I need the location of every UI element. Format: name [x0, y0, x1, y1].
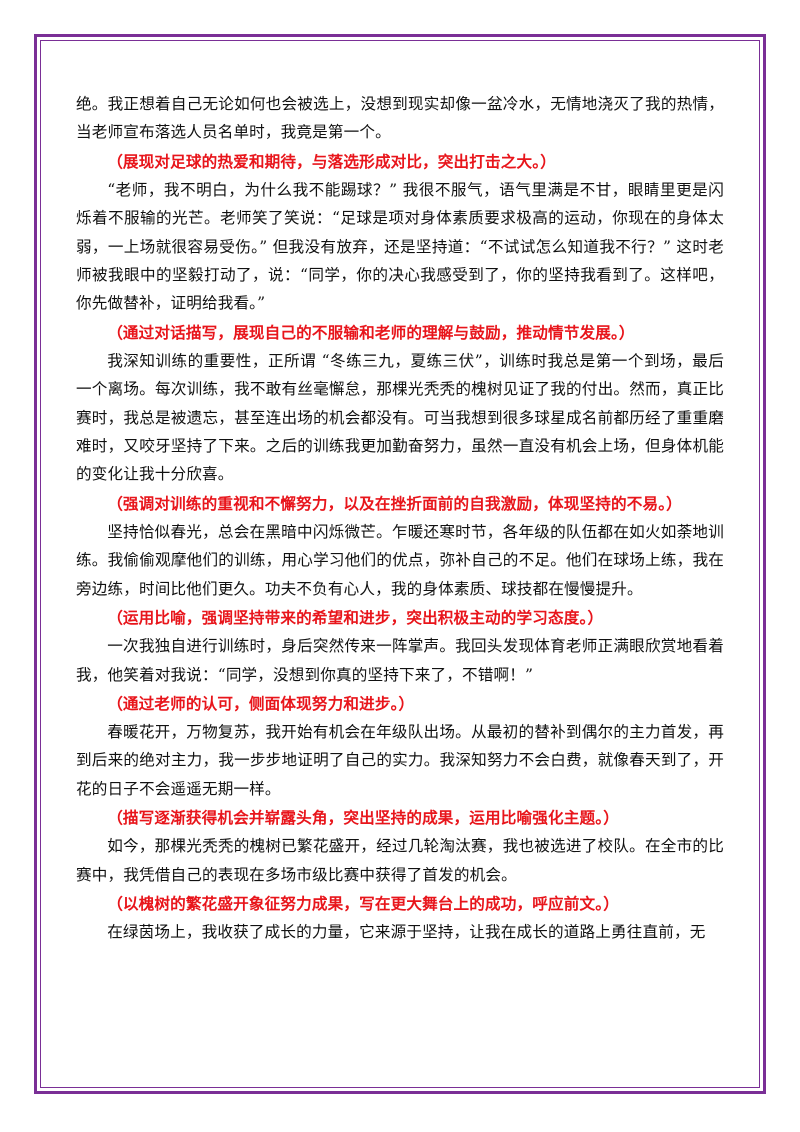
annotation-note: （以槐树的繁花盛开象征努力成果，写在更大舞台上的成功，呼应前文。）	[107, 893, 619, 913]
document-body: 绝。我正想着自己无论如何也会被选上，没想到现实却像一盆冷水，无情地浇灭了我的热情…	[76, 90, 724, 946]
paragraph: “老师，我不明白，为什么我不能踢球？” 我很不服气，语气里满是不甘，眼睛里更是闪…	[76, 180, 724, 313]
page-border-inner	[40, 40, 760, 1088]
annotation-note: （通过对话描写，展现自己的不服输和老师的理解与鼓励，推动情节发展。）	[107, 322, 635, 342]
paragraph: 一次我独自进行训练时，身后突然传来一阵掌声。我回头发现体育老师正满眼欣赏地看着我…	[76, 637, 724, 684]
annotation-note: （展现对足球的热爱和期待，与落选形成对比，突出打击之大。）	[107, 151, 556, 171]
annotation-note: （运用比喻，强调坚持带来的希望和进步，突出积极主动的学习态度。）	[107, 608, 604, 628]
annotation-note: （强调对训练的重视和不懈努力，以及在挫折面前的自我激励，体现坚持的不易。）	[107, 493, 682, 513]
annotation-note: （描写逐渐获得机会并崭露头角，突出坚持的成果，运用比喻强化主题。）	[107, 808, 619, 828]
paragraph: 春暖花开，万物复苏，我开始有机会在年级队出场。从最初的替补到偶尔的主力首发，再到…	[76, 722, 724, 798]
paragraph: 如今，那棵光秃秃的槐树已繁花盛开，经过几轮淘汰赛，我也被选进了校队。在全市的比赛…	[76, 837, 724, 884]
paragraph: 坚持恰似春光，总会在黑暗中闪烁微芒。乍暖还寒时节，各年级的队伍都在如火如荼地训练…	[76, 522, 724, 598]
page-border-outer	[34, 34, 766, 1094]
paragraph: 我深知训练的重要性，正所谓 “冬练三九，夏练三伏”，训练时我总是第一个到场，最后…	[76, 351, 724, 484]
paragraph: 绝。我正想着自己无论如何也会被选上，没想到现实却像一盆冷水，无情地浇灭了我的热情…	[76, 95, 724, 142]
paragraph: 在绿茵场上，我收获了成长的力量，它来源于坚持，让我在成长的道路上勇往直前，无	[107, 922, 706, 941]
annotation-note: （通过老师的认可，侧面体现努力和进步。）	[107, 693, 415, 713]
